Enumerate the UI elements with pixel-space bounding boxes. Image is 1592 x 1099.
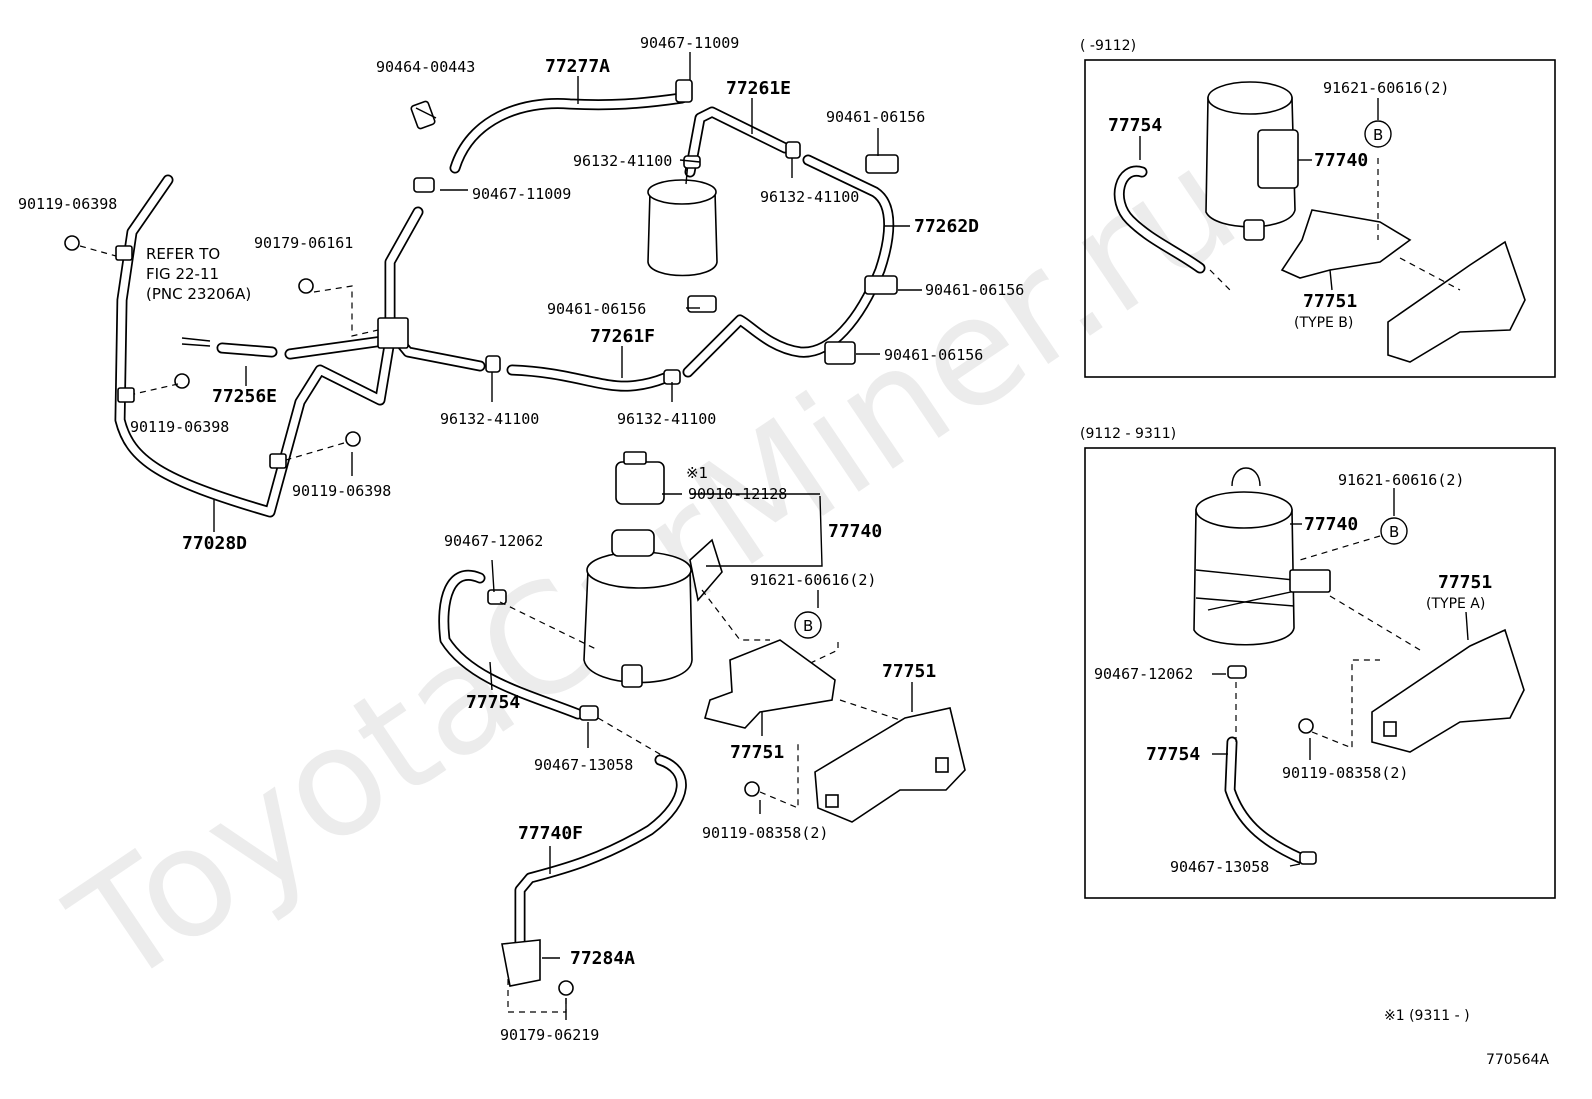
label-90119-06398-a: 90119-06398 — [18, 195, 117, 213]
label-90461-06156-b: 90461-06156 — [925, 281, 1024, 299]
label-77740: 77740 — [828, 521, 882, 542]
clamp-parts-top — [64, 79, 899, 469]
hose-77261E — [684, 106, 791, 178]
inset-top-dash — [1209, 158, 1461, 291]
canister-top-main — [647, 161, 718, 277]
inset-top-bracket — [1280, 209, 1526, 363]
label-96132-41100-a: 96132-41100 — [573, 152, 672, 170]
label-90179-06219: 90179-06219 — [500, 1026, 599, 1044]
inset-bottom-dash — [1235, 535, 1421, 749]
label-90119-06398-b: 90119-06398 — [130, 418, 229, 436]
inset-top-type: (TYPE B) — [1294, 315, 1353, 331]
leaders-insets — [1139, 98, 1469, 867]
circle-b-main — [794, 611, 822, 639]
hose-77261F — [506, 364, 671, 392]
label-77261F: 77261F — [590, 326, 655, 347]
inset-top-frame — [1084, 59, 1556, 378]
inset-bottom-frame — [1084, 447, 1556, 899]
label-77751-a: 77751 — [882, 661, 936, 682]
label-90119-08358: 90119-08358(2) — [702, 824, 828, 842]
label-90461-06156-a: 90461-06156 — [826, 108, 925, 126]
bolt-90119-08358 — [744, 781, 760, 797]
hose-77740F — [514, 754, 687, 951]
label-90461-06156-d: 90461-06156 — [884, 346, 983, 364]
inset-bottom-label-91621: 91621-60616(2) — [1338, 471, 1464, 489]
labels-main: 77277A 90464-00443 90467-11009 77261E 90… — [18, 34, 1024, 1044]
label-90464-00443: 90464-00443 — [376, 58, 475, 76]
pipe-77028D — [114, 174, 396, 518]
vsv-part — [615, 451, 665, 505]
label-77028D: 77028D — [182, 533, 247, 554]
bracket-77751-small — [704, 639, 836, 729]
refer-note-line3: (PNC 23206A) — [146, 285, 251, 303]
hose-77754 — [438, 569, 584, 720]
inset-bottom-label-77754: 77754 — [1146, 744, 1200, 765]
inset-top-hose — [1113, 165, 1206, 274]
inset-bottom-label-77740: 77740 — [1304, 514, 1358, 535]
inset-top-circle-b-text: B — [1373, 126, 1383, 144]
label-90179-06161: 90179-06161 — [254, 234, 353, 252]
diagram-code: 770564A — [1486, 1052, 1549, 1068]
label-90910-12128: 90910-12128 — [688, 485, 787, 503]
label-77262D: 77262D — [914, 216, 979, 237]
label-96132-41100-b: 96132-41100 — [760, 188, 859, 206]
refer-note-line1: REFER TO — [146, 245, 220, 263]
label-96132-41100-d: 96132-41100 — [617, 410, 716, 428]
inset-bottom-title: (9112 - 9311) — [1080, 426, 1176, 442]
refer-note-line2: FIG 22-11 — [146, 265, 219, 283]
inset-bottom-label-90119-08358: 90119-08358(2) — [1282, 764, 1408, 782]
hose-77262D — [682, 154, 895, 378]
leaders-main — [213, 52, 922, 1020]
label-90461-06156-c: 90461-06156 — [547, 300, 646, 318]
label-77751-b: 77751 — [730, 742, 784, 763]
dashed-leaders-top — [79, 245, 379, 461]
hose-77256E — [216, 342, 278, 358]
inset-top-label-91621: 91621-60616(2) — [1323, 79, 1449, 97]
inset-bottom-type: (TYPE A) — [1426, 596, 1485, 612]
short-pipe — [181, 337, 211, 347]
label-90119-06398-c: 90119-06398 — [292, 482, 391, 500]
inset-top-canister — [1205, 81, 1299, 241]
label-90467-13058: 90467-13058 — [534, 756, 633, 774]
label-77277A: 77277A — [545, 56, 610, 77]
inset-top-label-77754: 77754 — [1108, 115, 1162, 136]
inset-top-title: ( -9112) — [1080, 38, 1136, 54]
inset-top-label-77751: 77751 — [1303, 291, 1357, 312]
labels-inset-top: ( -9112) 91621-60616(2) B 77754 77740 77… — [1080, 38, 1449, 331]
footnote: ※1 (9311 - ) — [1384, 1008, 1470, 1024]
inset-bottom-circle-b-text: B — [1389, 523, 1399, 541]
inset-bottom-label-90467-12062: 90467-12062 — [1094, 665, 1193, 683]
leader-77740-bracket — [690, 493, 823, 567]
label-90467-11009-a: 90467-11009 — [640, 34, 739, 52]
inset-bottom-circle-b — [1380, 517, 1408, 545]
clamps-lower — [487, 589, 599, 721]
inset-bottom-label-90467-13058: 90467-13058 — [1170, 858, 1269, 876]
hose-77277A — [449, 92, 688, 174]
label-90467-12062: 90467-12062 — [444, 532, 543, 550]
label-note1: ※1 — [686, 464, 708, 482]
label-91621-60616: 91621-60616(2) — [750, 571, 876, 589]
inset-top-label-77740: 77740 — [1314, 150, 1368, 171]
inset-bottom-label-77751: 77751 — [1438, 572, 1492, 593]
circle-b-main-text: B — [803, 617, 813, 635]
label-96132-41100-c: 96132-41100 — [440, 410, 539, 428]
bracket-77751-large — [814, 707, 966, 823]
inset-top-circle-b — [1364, 120, 1392, 148]
label-77740F: 77740F — [518, 823, 583, 844]
inset-bottom-canister — [1193, 467, 1331, 646]
label-77754: 77754 — [466, 692, 520, 713]
labels-inset-bottom: (9112 - 9311) 91621-60616(2) 77740 B 777… — [1080, 426, 1492, 876]
inset-bottom-bracket — [1298, 628, 1525, 753]
clip-77284A — [501, 939, 574, 996]
label-77256E: 77256E — [212, 386, 277, 407]
canister-main — [583, 529, 723, 688]
label-90467-11009-b: 90467-11009 — [472, 185, 571, 203]
inset-bottom-hose — [1224, 665, 1317, 865]
label-77261E: 77261E — [726, 78, 791, 99]
label-77284A: 77284A — [570, 948, 635, 969]
